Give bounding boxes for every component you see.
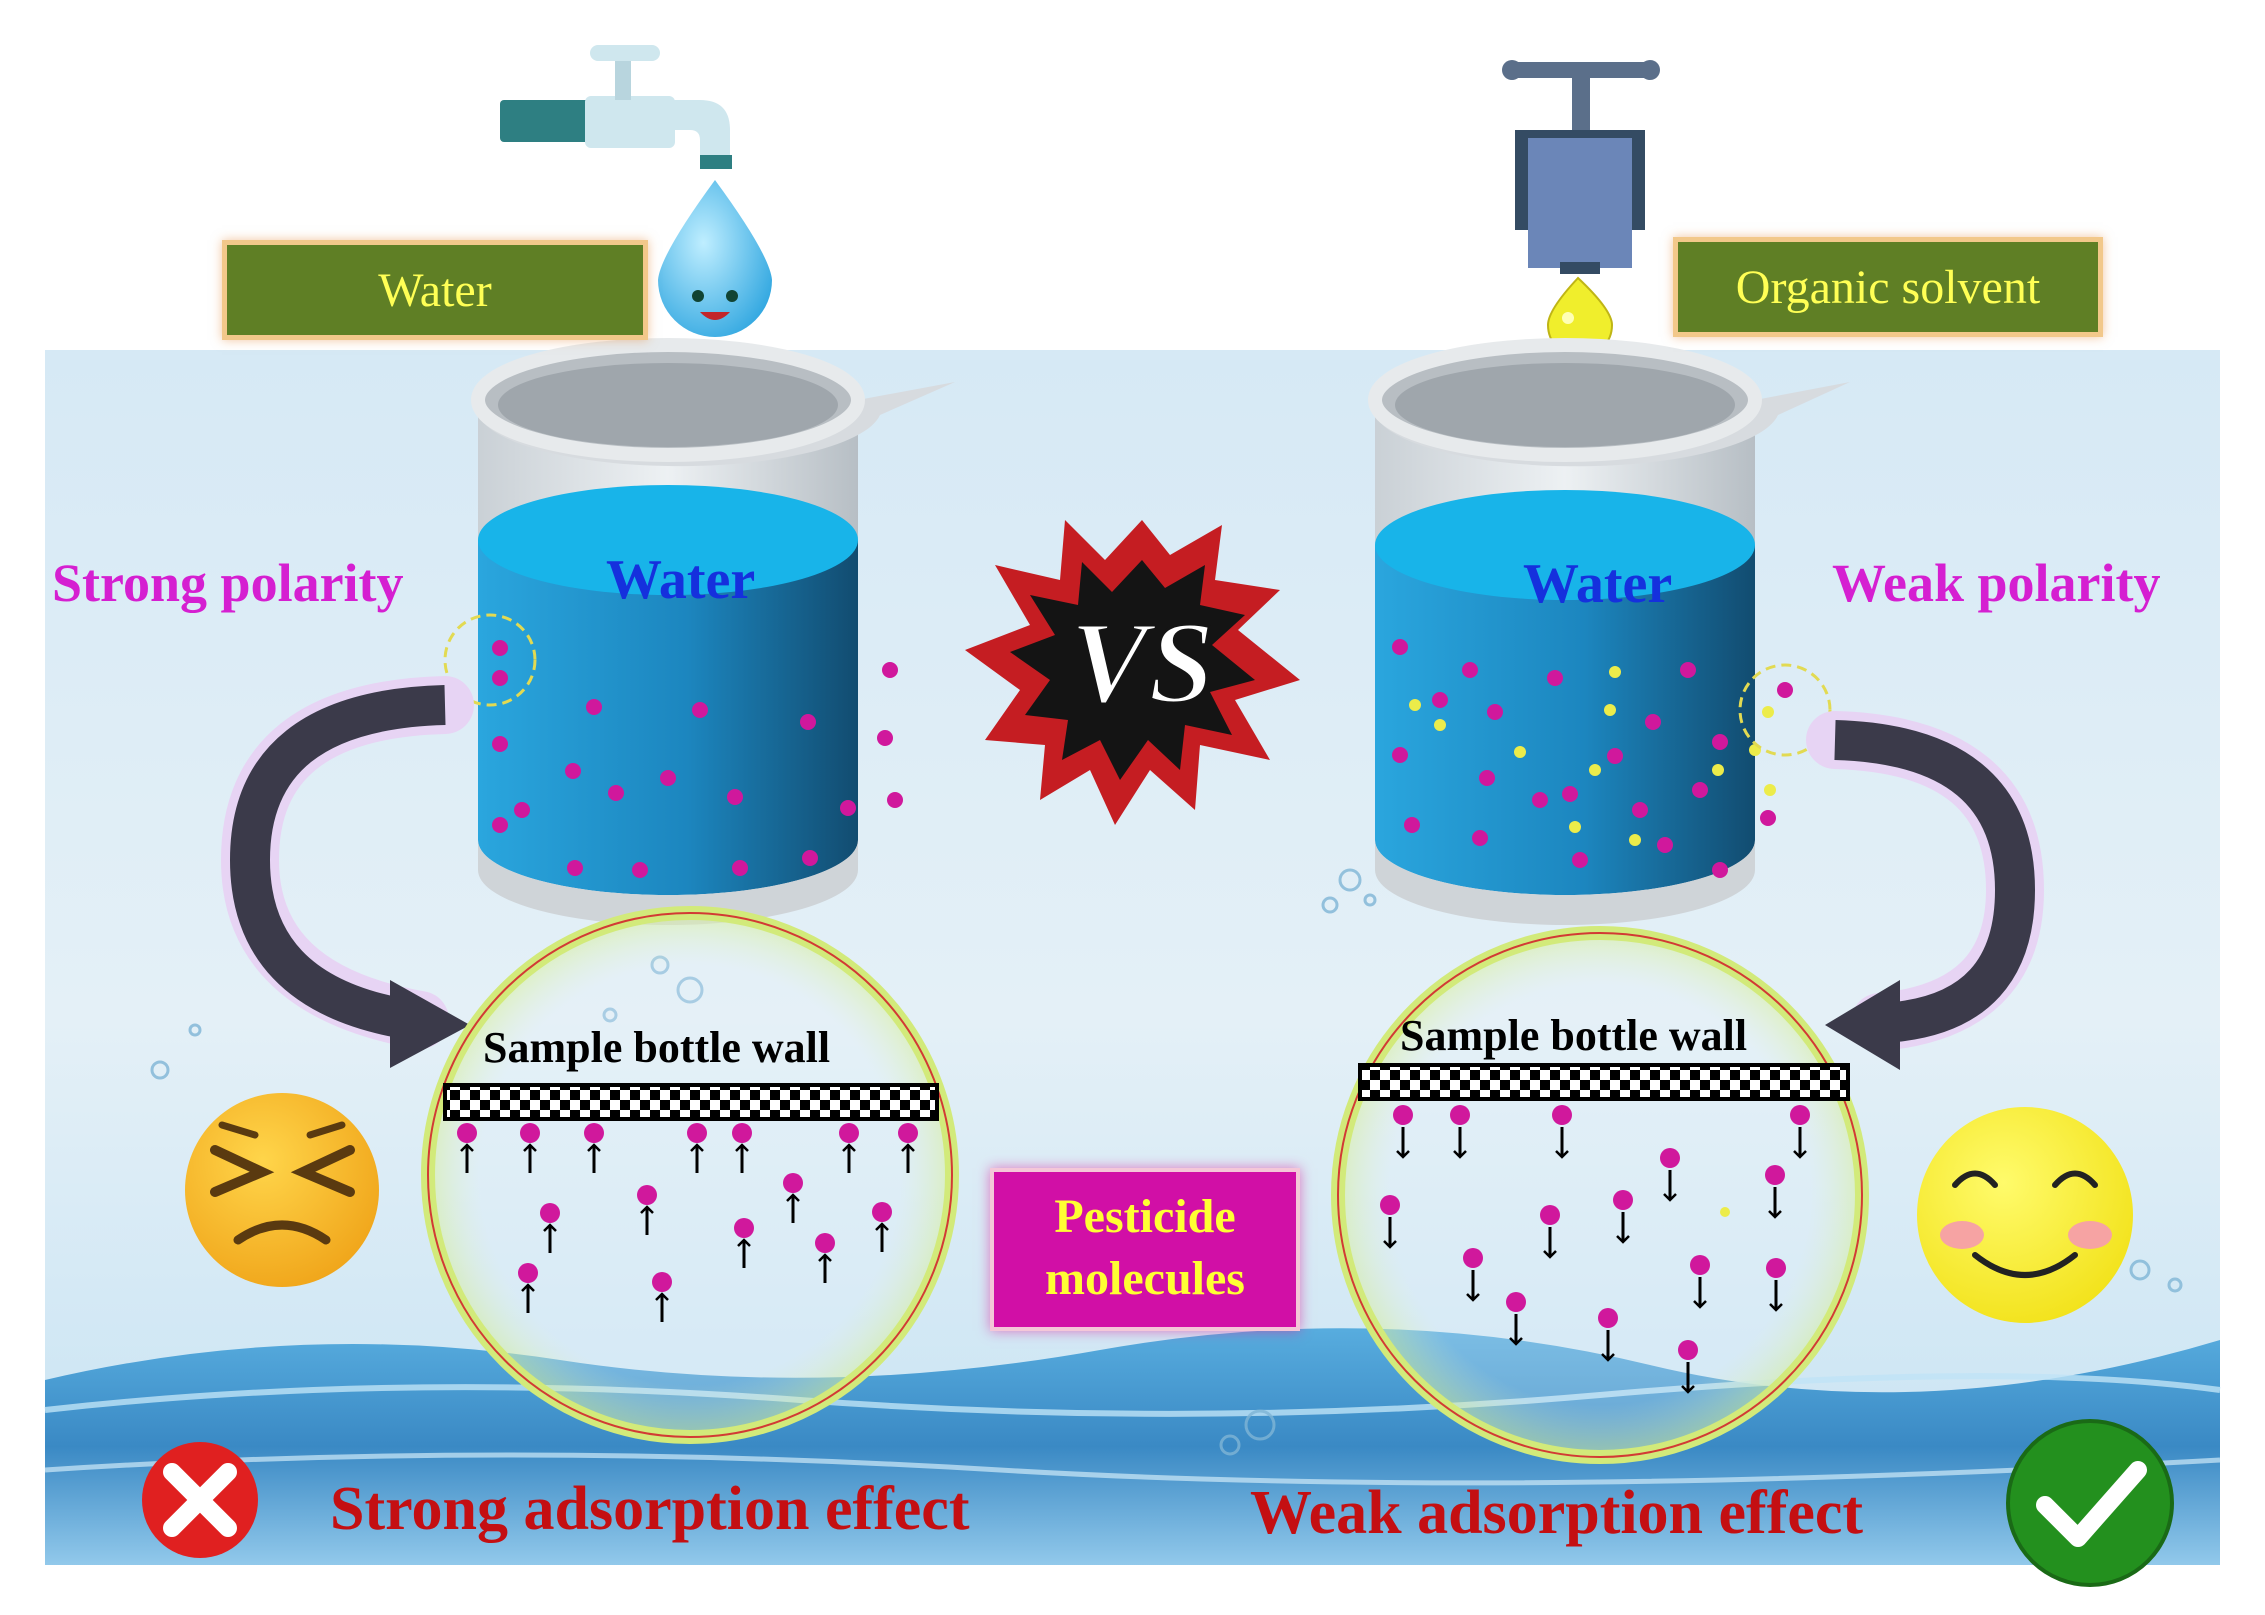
pesticide-molecule (637, 1185, 657, 1205)
pesticide-molecule (734, 1218, 754, 1238)
smiling-face-icon (1917, 1107, 2133, 1323)
pesticide-molecule (1598, 1308, 1618, 1328)
strong-polarity-label: Strong polarity (52, 553, 404, 613)
right-sample-bottle-wall-label: Sample bottle wall (1400, 1011, 1748, 1060)
left-beaker-pesticide-molecules (492, 640, 903, 878)
left-sample-bottle-wall-label: Sample bottle wall (483, 1023, 831, 1072)
persevering-face-icon (185, 1093, 379, 1287)
vs-text: VS (1070, 597, 1214, 728)
right-beaker-pesticide-molecules (1392, 639, 1793, 878)
organic-solvent-tag: Organic solvent (1673, 237, 2103, 337)
pesticide-molecule (1690, 1255, 1710, 1275)
pesticide-molecule (1790, 1105, 1810, 1125)
solvent-tap-icon (1502, 60, 1660, 274)
pesticide-molecule (457, 1123, 477, 1143)
pesticide-molecule (520, 1123, 540, 1143)
strong-adsorption-effect-label: Strong adsorption effect (330, 1475, 970, 1543)
pesticide-line-2: molecules (1045, 1252, 1245, 1305)
pesticide-molecule (652, 1272, 672, 1292)
pesticide-molecule (687, 1123, 707, 1143)
pesticide-molecule (1463, 1248, 1483, 1268)
water-drop-face-icon (658, 180, 772, 337)
right-beaker-solvent-molecules (1409, 666, 1776, 846)
pesticide-molecule (1380, 1195, 1400, 1215)
weak-polarity-label: Weak polarity (1832, 553, 2161, 613)
right-zoom-marker (1738, 663, 1832, 757)
right-desorbed-molecules (1380, 1105, 1810, 1394)
vs-burst-icon: VS (965, 520, 1300, 825)
right-beaker-label: Water (1523, 553, 1673, 615)
pesticide-molecule (1765, 1165, 1785, 1185)
pesticide-molecule (1660, 1148, 1680, 1168)
pesticide-line-1: Pesticide (1054, 1190, 1236, 1243)
pesticide-molecule (815, 1233, 835, 1253)
pesticide-molecule (732, 1123, 752, 1143)
pesticide-molecule (584, 1123, 604, 1143)
solvent-drop-icon (1546, 276, 1614, 358)
left-zoom-marker (443, 613, 537, 707)
pesticide-molecule (872, 1202, 892, 1222)
left-adsorbed-molecules (457, 1123, 918, 1322)
water-tap-icon (500, 45, 732, 169)
water-tag-label: Water (378, 263, 492, 317)
left-zoom-circle (421, 906, 959, 1444)
pesticide-molecule (839, 1123, 859, 1143)
pesticide-molecule (1450, 1105, 1470, 1125)
check-mark-icon (2006, 1419, 2174, 1587)
pesticide-molecule (1552, 1105, 1572, 1125)
pesticide-molecule (1393, 1105, 1413, 1125)
left-bottle-wall (443, 1083, 939, 1121)
organic-solvent-tag-label: Organic solvent (1735, 260, 2041, 314)
right-curved-arrow (1806, 711, 2045, 1070)
left-beaker-label: Water (606, 549, 756, 611)
pesticide-molecule (1540, 1205, 1560, 1225)
left-curved-arrow (220, 676, 474, 1068)
cross-mark-icon (142, 1442, 258, 1558)
pesticide-molecule (1613, 1190, 1633, 1210)
pesticide-molecule (1766, 1258, 1786, 1278)
pesticide-molecule (783, 1173, 803, 1193)
pesticide-molecule (1678, 1340, 1698, 1360)
pesticide-molecule (540, 1203, 560, 1223)
right-beaker (1368, 338, 1850, 925)
pesticide-molecules-label: Pesticide molecules (990, 1168, 1300, 1331)
water-tag: Water (222, 240, 648, 340)
pesticide-molecule (1506, 1292, 1526, 1312)
pesticide-molecule (898, 1123, 918, 1143)
weak-adsorption-effect-label: Weak adsorption effect (1250, 1479, 1864, 1547)
pesticide-molecule (518, 1263, 538, 1283)
right-bottle-wall (1358, 1063, 1850, 1101)
